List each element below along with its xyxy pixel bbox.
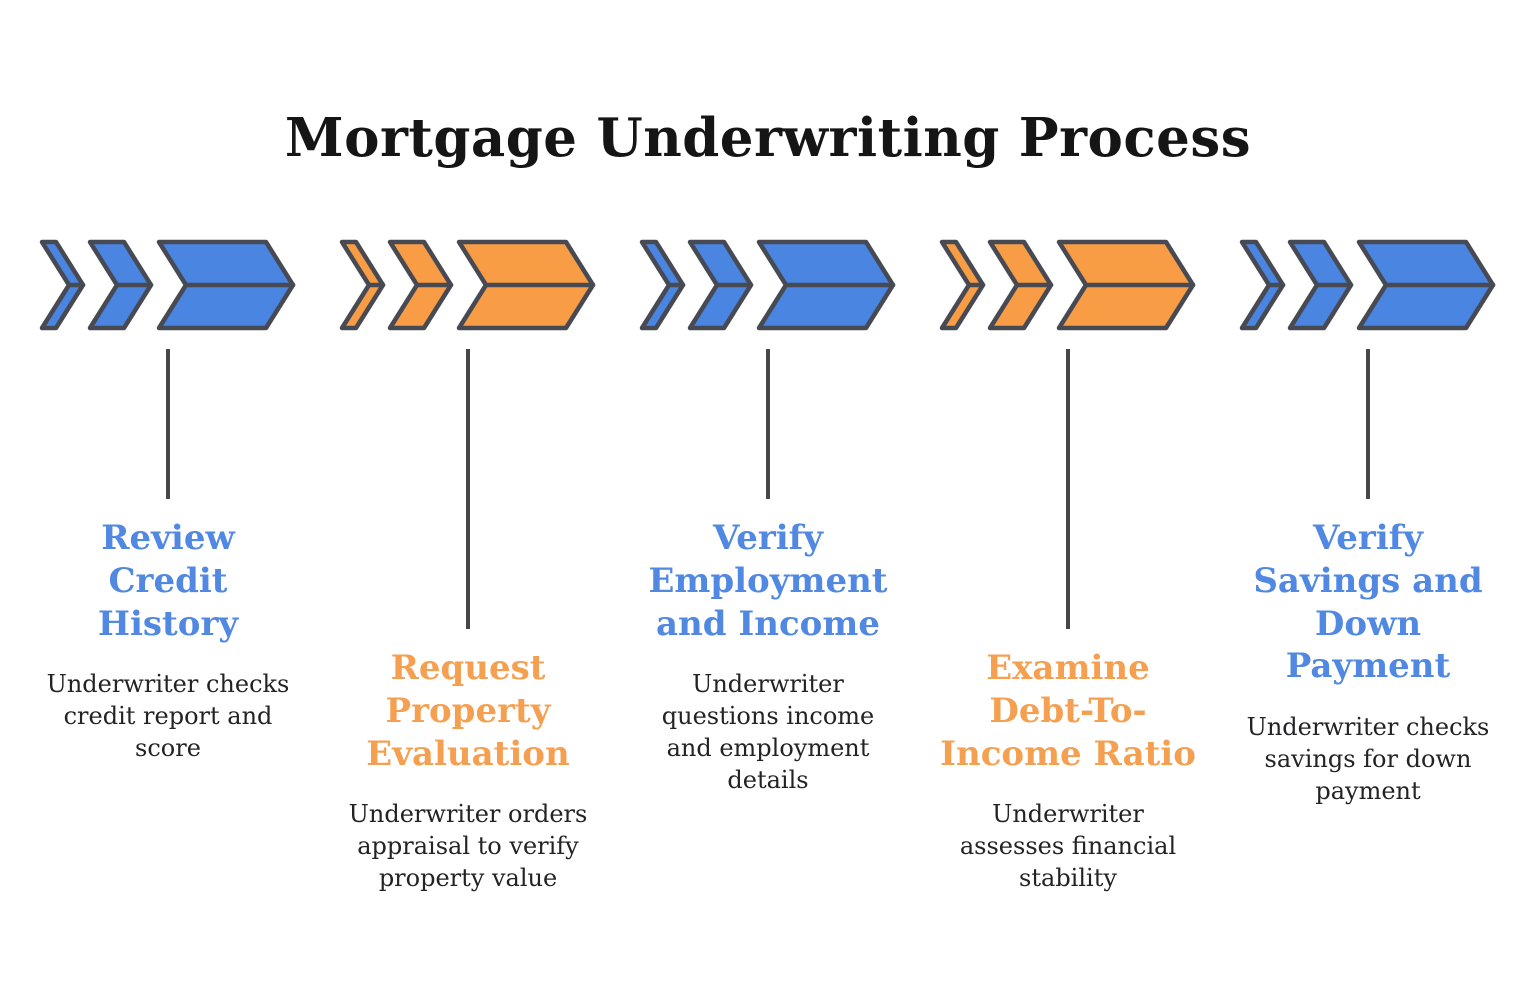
connector-line (1066, 348, 1070, 629)
triple-chevron-right-icon (639, 239, 896, 331)
triple-chevron-right-icon (1239, 239, 1496, 331)
triple-chevron-right-icon (339, 239, 596, 331)
step-description: Underwriter checks savings for down paym… (1246, 713, 1490, 806)
step-title: Verify Savings and Down Payment (1253, 517, 1483, 687)
step-review-credit-history: Review Credit History Underwriter checks… (38, 239, 298, 895)
step-verify-employment-and-income: Verify Employment and Income Underwriter… (638, 239, 898, 895)
diagram-title: Mortgage Underwriting Process (284, 107, 1252, 169)
step-title: Request Property Evaluation (366, 647, 570, 774)
step-request-property-evaluation: Request Property Evaluation Underwriter … (338, 239, 598, 895)
connector-line (166, 348, 170, 499)
connector-line (1366, 348, 1370, 499)
step-title: Verify Employment and Income (648, 517, 888, 644)
step-description: Underwriter checks credit report and sco… (46, 670, 290, 763)
step-examine-debt-to-income-ratio: Examine Debt-To- Income Ratio Underwrite… (938, 239, 1198, 895)
step-description: Underwriter questions income and employm… (661, 670, 875, 795)
step-title: Review Credit History (97, 517, 239, 644)
step-verify-savings-and-down-payment: Verify Savings and Down Payment Underwri… (1238, 239, 1498, 895)
triple-chevron-right-icon (39, 239, 296, 331)
step-title: Examine Debt-To- Income Ratio (940, 647, 1196, 774)
step-description: Underwriter assesses financial stability (959, 800, 1177, 893)
connector-line (466, 348, 470, 629)
triple-chevron-right-icon (939, 239, 1196, 331)
connector-line (766, 348, 770, 499)
steps-row: Review Credit History Underwriter checks… (0, 239, 1536, 895)
step-description: Underwriter orders appraisal to verify p… (348, 800, 588, 893)
